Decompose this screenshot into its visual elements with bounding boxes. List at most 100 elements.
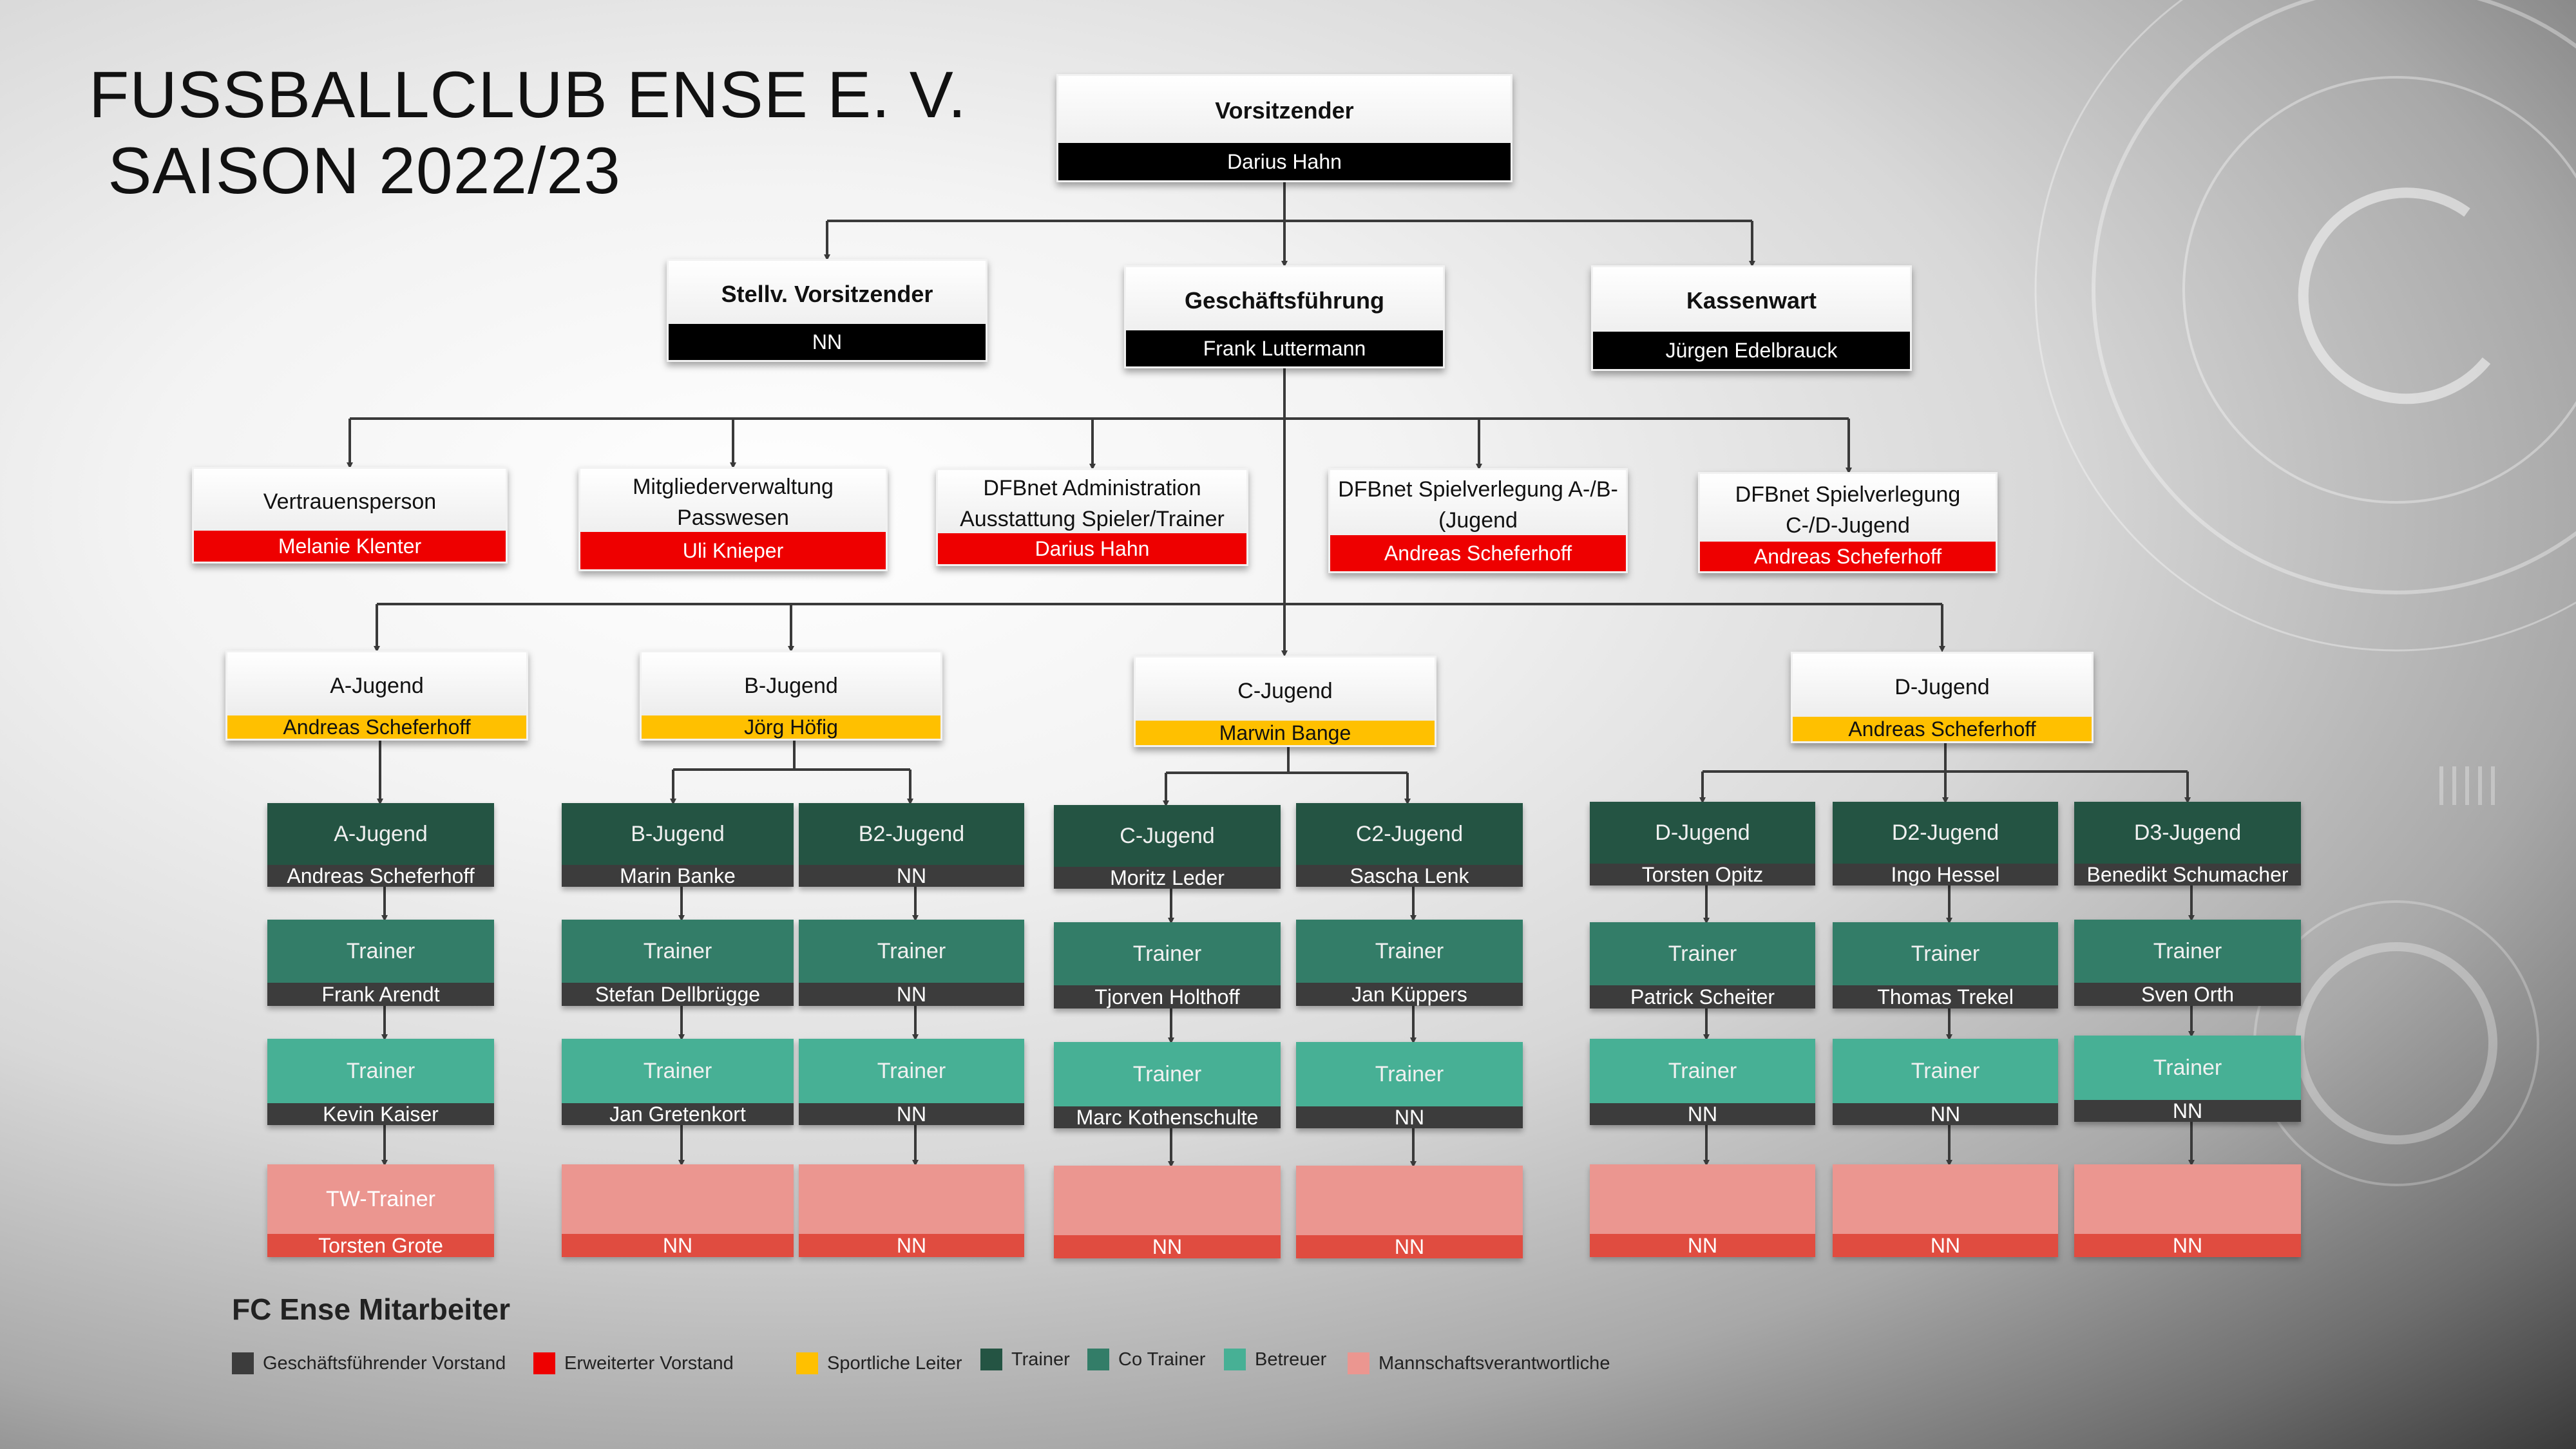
role-label: [1054, 1166, 1281, 1235]
legend-item: Erweiterter Vorstand: [533, 1352, 734, 1374]
person-name: Jan Küppers: [1296, 983, 1523, 1006]
box-dfbnet-spielverlegung-ab: DFBnet Spielverlegung A-/B-(Jugend Andre…: [1328, 468, 1628, 573]
legend-item: Sportliche Leiter: [796, 1352, 962, 1374]
person-name: NN: [1296, 1235, 1523, 1258]
person-name: Andreas Scheferhoff: [1700, 542, 1996, 571]
legend-swatch: [980, 1349, 1002, 1370]
person-name: NN: [1296, 1106, 1523, 1128]
person-name: Jürgen Edelbrauck: [1593, 332, 1910, 369]
box-b1-mannschaftsverantwortlicher: NN: [562, 1164, 794, 1257]
legend-swatch: [232, 1352, 254, 1374]
person-name: Andreas Scheferhoff: [267, 865, 494, 887]
role-label: TW-Trainer: [326, 1187, 435, 1211]
person-name: Thomas Trekel: [1833, 985, 2058, 1009]
person-name: NN: [562, 1234, 794, 1257]
box-leiter-c-jugend: C-Jugend Marwin Bange: [1134, 656, 1436, 747]
person-name: Frank Arendt: [267, 983, 494, 1006]
role-label: A-Jugend: [334, 822, 428, 846]
role-label: Vertrauensperson: [263, 489, 437, 514]
box-geschaeftsfuehrung: Geschäftsführung Frank Luttermann: [1124, 265, 1445, 368]
role-label: C-Jugend: [1237, 679, 1333, 703]
legend-swatch: [533, 1352, 555, 1374]
role-label: Trainer: [1375, 1062, 1444, 1086]
role-label: Trainer: [1668, 942, 1737, 966]
role-label: [1296, 1166, 1523, 1235]
person-name: NN: [799, 1234, 1024, 1257]
role-label: B-Jugend: [631, 822, 725, 846]
box-dfbnet-administration: DFBnet Administration Ausstattung Spiele…: [936, 468, 1248, 566]
person-name: Andreas Scheferhoff: [1793, 717, 2092, 741]
legend-label: Erweiterter Vorstand: [564, 1352, 734, 1374]
legend-swatch: [1087, 1349, 1109, 1370]
legend-label: Betreuer: [1255, 1349, 1327, 1370]
legend-label: Mannschaftsverantwortliche: [1379, 1352, 1610, 1374]
legend-label: Co Trainer: [1118, 1349, 1206, 1370]
box-leiter-b-jugend: B-Jugend Jörg Höfig: [640, 650, 942, 741]
role-label: Trainer: [2153, 1056, 2222, 1080]
role-label: Trainer: [1375, 939, 1444, 963]
box-dfbnet-spielverlegung-cd: DFBnet Spielverlegung C-/D-Jugend Andrea…: [1698, 472, 1998, 573]
role-label: Stellv. Vorsitzender: [721, 281, 933, 307]
person-name: Stefan Dellbrügge: [562, 983, 794, 1006]
legend-item: Betreuer: [1224, 1349, 1326, 1370]
role-label: C-Jugend: [1120, 824, 1215, 848]
role-label: Trainer: [643, 1059, 712, 1083]
role-label: Mitgliederverwaltung Passwesen: [633, 475, 834, 530]
person-name: Marc Kothenschulte: [1054, 1106, 1281, 1128]
role-label: Trainer: [1132, 942, 1202, 966]
role-label: Vorsitzender: [1215, 97, 1354, 124]
person-name: NN: [1054, 1235, 1281, 1258]
person-name: NN: [799, 865, 1024, 887]
role-label: [1833, 1164, 2058, 1234]
box-d3-mannschaftsverantwortlicher: NN: [2074, 1164, 2301, 1257]
role-label: Trainer: [643, 939, 712, 963]
box-mitgliederverwaltung: Mitgliederverwaltung Passwesen Uli Kniep…: [578, 467, 888, 571]
person-name: Marwin Bange: [1136, 721, 1435, 745]
legend-title: FC Ense Mitarbeiter: [232, 1293, 510, 1326]
person-name: NN: [799, 983, 1024, 1006]
box-vertrauensperson: Vertrauensperson Melanie Klenter: [192, 467, 508, 564]
person-name: Jan Gretenkort: [562, 1103, 794, 1125]
legend-item: Trainer: [980, 1349, 1070, 1370]
legend-item: Geschäftsführender Vorstand: [232, 1352, 506, 1374]
box-c1-mannschaftsverantwortlicher: NN: [1054, 1166, 1281, 1258]
person-name: NN: [669, 324, 986, 360]
role-label: D-Jugend: [1655, 820, 1750, 845]
person-name: Darius Hahn: [938, 533, 1246, 564]
box-kassenwart: Kassenwart Jürgen Edelbrauck: [1591, 265, 1912, 371]
title-line-1: FUSSBALLCLUB ENSE E. V.: [89, 58, 967, 131]
role-label: Trainer: [346, 1059, 415, 1083]
person-name: Jörg Höfig: [642, 715, 940, 739]
box-leiter-a-jugend: A-Jugend Andreas Scheferhoff: [225, 650, 528, 741]
person-name: Kevin Kaiser: [267, 1103, 494, 1125]
role-label: A-Jugend: [330, 674, 424, 698]
role-label: B-Jugend: [744, 674, 838, 698]
person-name: Andreas Scheferhoff: [1330, 535, 1626, 571]
role-label: Trainer: [877, 1059, 946, 1083]
role-label: C2-Jugend: [1355, 822, 1464, 846]
legend-swatch: [1224, 1349, 1246, 1370]
box-stellv-vorsitzender: Stellv. Vorsitzender NN: [667, 259, 987, 362]
legend-label: Trainer: [1011, 1349, 1070, 1370]
box-leiter-d-jugend: D-Jugend Andreas Scheferhoff: [1791, 652, 2094, 743]
box-vorsitzender: Vorsitzender Darius Hahn: [1056, 74, 1512, 182]
